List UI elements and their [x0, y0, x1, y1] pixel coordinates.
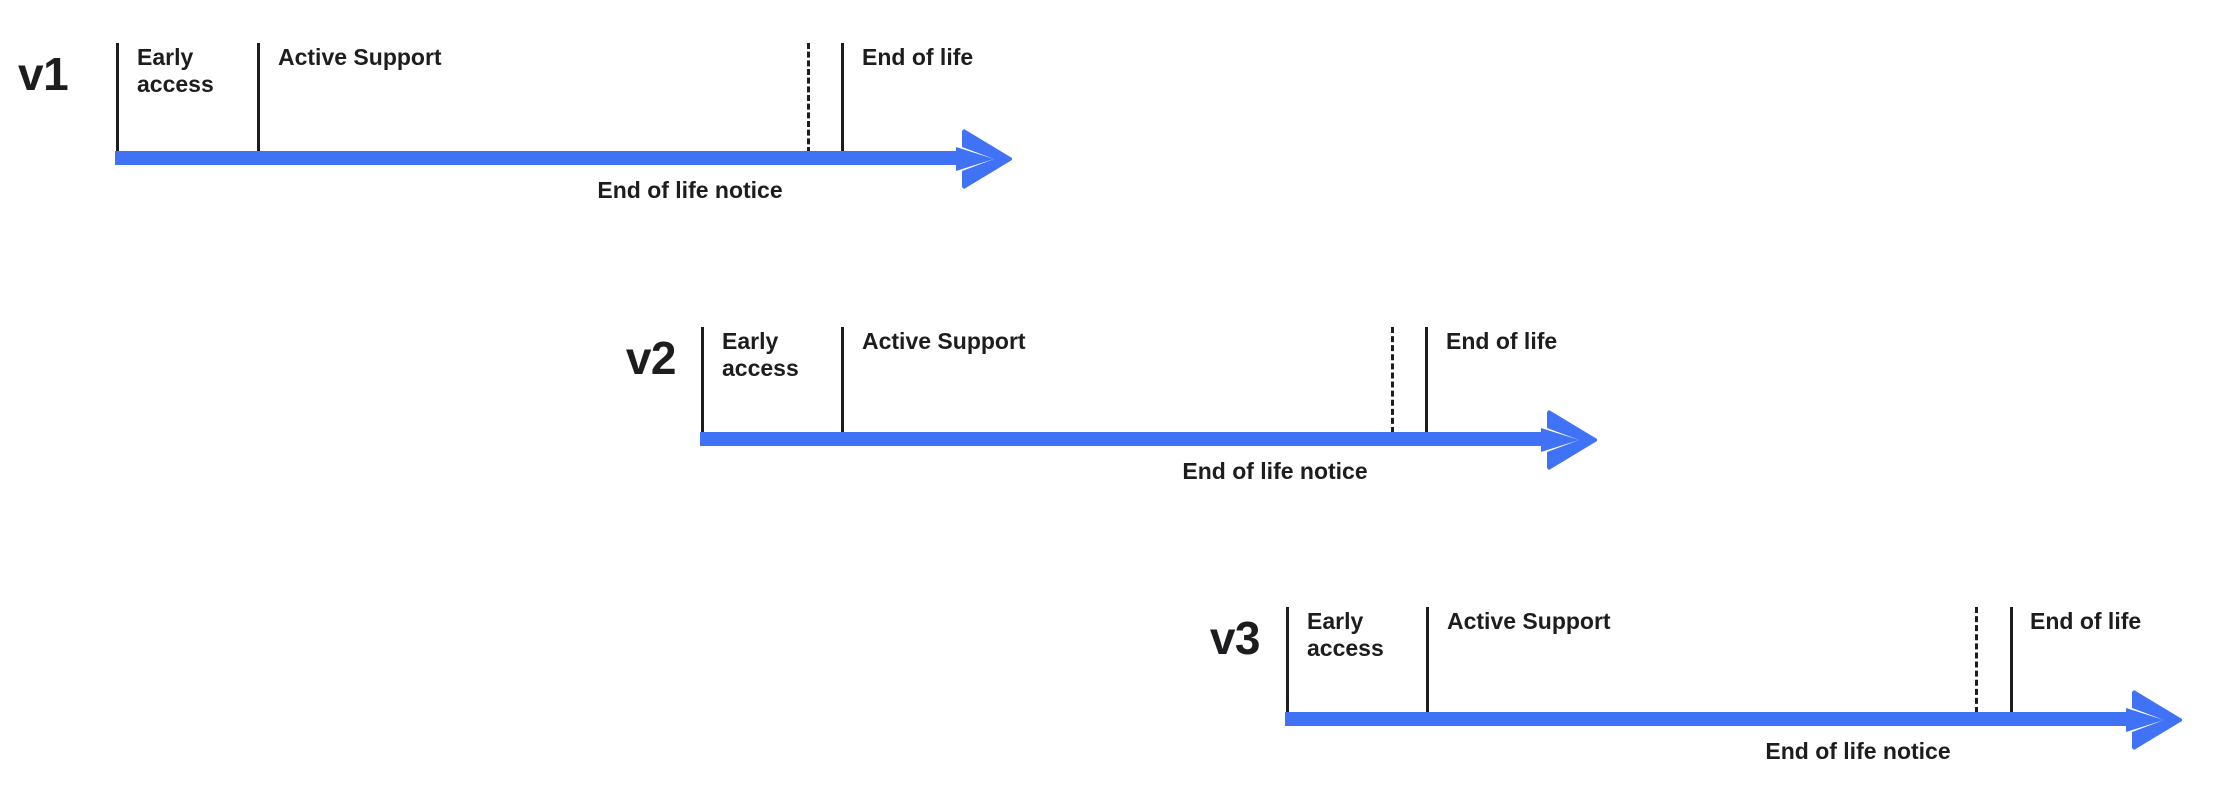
phase-divider-end-of-life-start-v2 [1425, 327, 1428, 433]
phase-label-end-of-life-v1: End of life [862, 44, 974, 70]
phase-divider-eol-notice-v1 [807, 43, 810, 153]
phase-label-active-support-v2: Active Support [862, 328, 1026, 354]
phase-divider-eol-notice-v2 [1391, 327, 1394, 433]
phase-label-active-support-v3: Active Support [1447, 608, 1611, 634]
phase-divider-early-access-start-v1 [116, 43, 119, 153]
phase-label-end-of-life-v3: End of life [2030, 608, 2142, 634]
phase-divider-eol-notice-v3 [1975, 607, 1978, 713]
arrow-head-icon-v2 [1541, 410, 1597, 470]
version-label-v3: v3 [1209, 612, 1261, 664]
lifecycle-arrow-bar-v3 [1285, 712, 2130, 726]
phase-label-early-access-v1: Early access [137, 44, 214, 98]
phase-label-end-of-life-v2: End of life [1446, 328, 1558, 354]
version-label-v2: v2 [625, 332, 677, 384]
phase-divider-early-access-start-v2 [701, 327, 704, 433]
phase-divider-early-access-start-v3 [1286, 607, 1289, 713]
notice-label-v1: End of life notice [597, 177, 783, 203]
phase-divider-end-of-life-start-v3 [2010, 607, 2013, 713]
arrow-head-icon-v3 [2126, 690, 2182, 750]
notice-label-v3: End of life notice [1765, 738, 1951, 764]
lifecycle-arrow-bar-v2 [700, 432, 1545, 446]
phase-label-early-access-v2: Early access [722, 328, 799, 382]
phase-label-early-access-v3: Early access [1307, 608, 1384, 662]
phase-label-active-support-v1: Active Support [278, 44, 442, 70]
version-label-v1: v1 [18, 48, 69, 100]
phase-divider-end-of-life-start-v1 [841, 43, 844, 153]
notice-label-v2: End of life notice [1182, 458, 1368, 484]
phase-divider-active-support-start-v2 [841, 327, 844, 433]
phase-divider-active-support-start-v1 [257, 43, 260, 153]
arrow-head-icon-v1 [956, 129, 1012, 189]
lifecycle-arrow-bar-v1 [115, 151, 960, 165]
phase-divider-active-support-start-v3 [1426, 607, 1429, 713]
